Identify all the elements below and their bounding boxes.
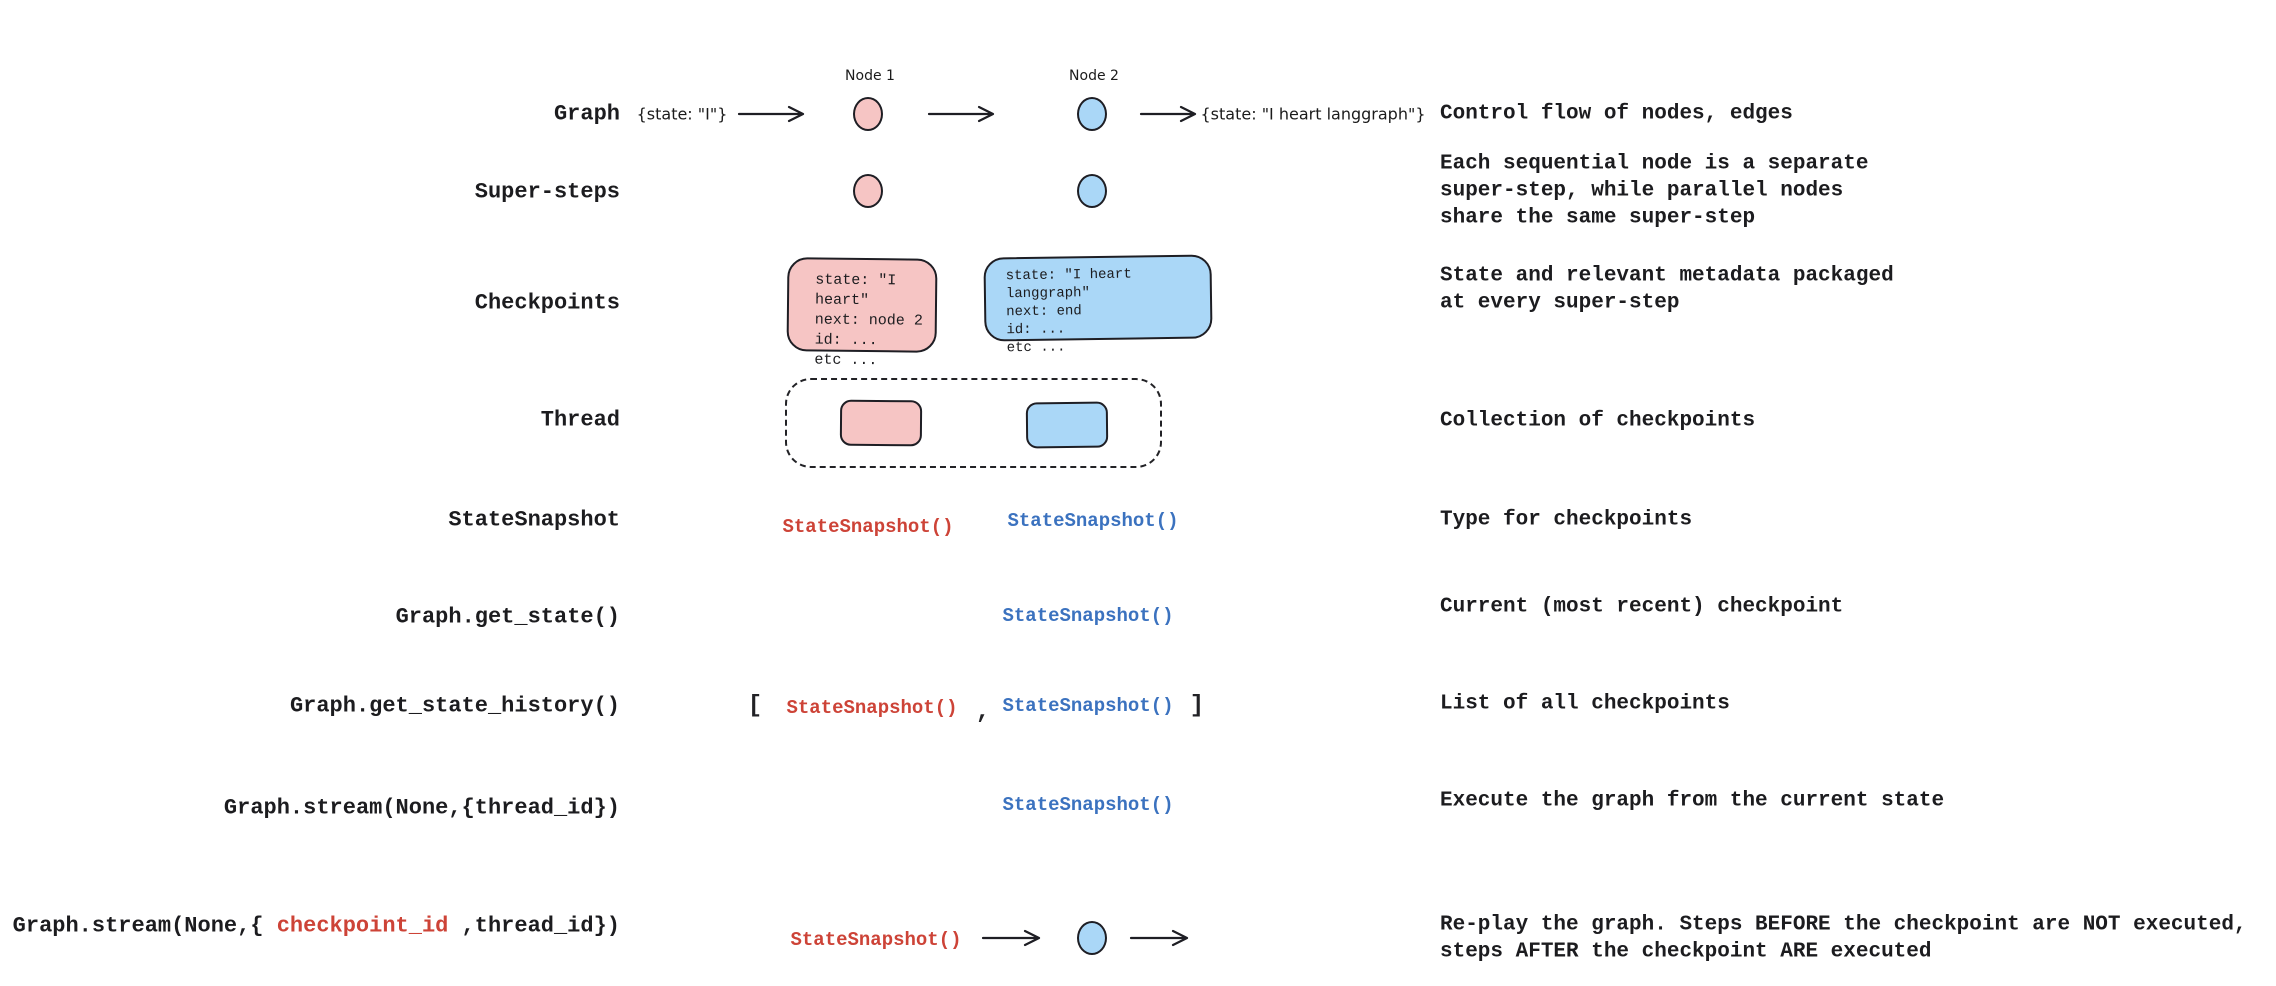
label-graph: Graph — [553, 101, 620, 127]
checkpoint-line: next: node 2 — [814, 311, 923, 330]
label-checkpoints: Checkpoints — [474, 290, 620, 316]
desc-statesnapshot: Type for checkpoints — [1440, 508, 1693, 532]
node1-circle — [853, 97, 883, 131]
label-statesnapshot: StateSnapshot — [448, 507, 620, 533]
checkpoint-line: id: ... — [814, 331, 878, 350]
checkpoint-line: state: "I heart" — [814, 271, 897, 310]
checkpoint-card-pink: state: "I heart" next: node 2 id: ... et… — [786, 257, 938, 369]
desc-get-state-history: List of all checkpoints — [1440, 692, 1730, 716]
desc-checkpoints: at every super-step — [1440, 291, 1680, 315]
state-snapshot-blue: StateSnapshot() — [1002, 695, 1174, 717]
arrow-icon — [737, 103, 813, 125]
arrow-icon — [1129, 927, 1197, 949]
desc-stream-checkpoint-id: Re-play the graph. Steps BEFORE the chec… — [1440, 913, 2247, 937]
bracket-close: ] — [1189, 692, 1205, 720]
label-super-steps: Super-steps — [474, 179, 620, 205]
label-thread: Thread — [540, 407, 620, 433]
state-snapshot-red: StateSnapshot() — [786, 697, 958, 719]
bracket-open: [ — [747, 692, 763, 720]
desc-get-state: Current (most recent) checkpoint — [1440, 595, 1844, 619]
input-state-text: {state: "I"} — [636, 104, 728, 124]
label-get-state: Graph.get_state() — [395, 604, 620, 630]
desc-stream-thread-id: Execute the graph from the current state — [1440, 789, 1945, 813]
desc-super-steps: share the same super-step — [1440, 206, 1756, 230]
arrow-icon — [927, 103, 1003, 125]
comma: , — [975, 698, 991, 726]
thread-dashed-container — [785, 378, 1162, 468]
output-state-text: {state: "I heart langgraph"} — [1200, 104, 1426, 124]
node2-label: Node 2 — [1069, 68, 1119, 84]
super-step-1-circle — [853, 174, 883, 208]
node2-circle — [1077, 97, 1107, 131]
desc-super-steps: super-step, while parallel nodes — [1440, 179, 1844, 203]
state-snapshot-red: StateSnapshot() — [790, 929, 962, 951]
desc-graph: Control flow of nodes, edges — [1440, 102, 1793, 126]
state-snapshot-blue: StateSnapshot() — [1002, 794, 1174, 816]
label-stream-checkpoint-id: Graph.stream(None,{ checkpoint_id ,threa… — [13, 914, 620, 939]
desc-thread: Collection of checkpoints — [1440, 409, 1756, 433]
desc-super-steps: Each sequential node is a separate — [1440, 152, 1869, 176]
state-snapshot-blue: StateSnapshot() — [1002, 605, 1174, 627]
node1-label: Node 1 — [845, 68, 895, 84]
label-checkpoint-id-highlight: checkpoint_id — [276, 913, 449, 939]
desc-checkpoints: State and relevant metadata packaged — [1440, 264, 1894, 288]
thread-checkpoint-pink — [839, 399, 923, 447]
arrow-icon — [981, 927, 1049, 949]
super-step-2-circle — [1077, 174, 1107, 208]
checkpoint-line: etc ... — [814, 351, 878, 370]
state-snapshot-red: StateSnapshot() — [782, 516, 954, 538]
thread-checkpoint-blue — [1025, 401, 1109, 449]
state-snapshot-blue: StateSnapshot() — [1007, 510, 1179, 532]
checkpoint-card-blue: state: "I heart langgraph" next: end id:… — [983, 254, 1213, 356]
checkpoint-line: etc ... — [1006, 339, 1066, 357]
label-prefix: Graph.stream(None,{ — [12, 913, 277, 939]
checkpoint-line: state: "I heart langgraph" — [1005, 266, 1132, 303]
replay-node-circle — [1077, 921, 1107, 955]
desc-stream-checkpoint-id: steps AFTER the checkpoint ARE executed — [1440, 940, 1932, 964]
arrow-icon — [1139, 103, 1205, 125]
label-get-state-history: Graph.get_state_history() — [289, 693, 620, 719]
label-suffix: ,thread_id}) — [448, 913, 620, 939]
label-stream-thread-id: Graph.stream(None,{thread_id}) — [223, 795, 620, 821]
